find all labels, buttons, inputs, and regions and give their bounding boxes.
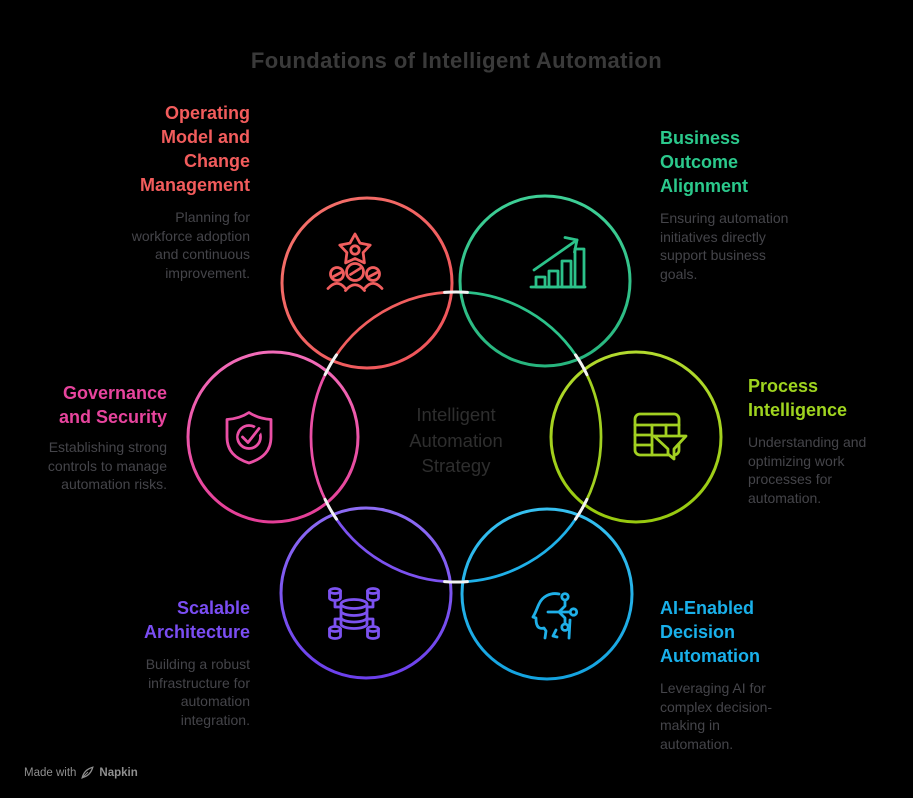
distributed-database-icon bbox=[328, 587, 380, 640]
circle-ai-decision bbox=[460, 507, 634, 681]
center-ring-arc-green bbox=[455, 290, 583, 366]
made-with-napkin: Made with Napkin bbox=[24, 766, 138, 779]
change-management-icon bbox=[326, 232, 384, 292]
center-ring-arc-cyan bbox=[455, 508, 583, 584]
center-ring-arc-purple bbox=[329, 508, 457, 584]
section-description: Establishing strong controls to manage a… bbox=[47, 439, 167, 492]
ring-junction-highlights bbox=[323, 290, 589, 584]
section-title: Operating Model and Change Management bbox=[139, 103, 250, 195]
section-business-outcome: Business Outcome Alignment Ensuring auto… bbox=[660, 126, 860, 283]
circle-operating-model bbox=[280, 196, 454, 370]
section-description: Ensuring automation initiatives directly… bbox=[660, 210, 789, 282]
section-title: Business Outcome Alignment bbox=[660, 128, 748, 196]
page-title: Foundations of Intelligent Automation bbox=[250, 48, 663, 73]
center-ring-arc-red bbox=[329, 290, 457, 366]
section-title: Process Intelligence bbox=[748, 376, 848, 420]
center-strategy-label: Intelligent Automation Strategy bbox=[409, 404, 503, 476]
napkin-pen-icon bbox=[81, 766, 95, 779]
circle-process-intelligence bbox=[549, 350, 723, 524]
ai-head-circuit-icon bbox=[531, 592, 579, 640]
table-filter-icon bbox=[633, 412, 688, 461]
made-with-label: Made with bbox=[24, 766, 77, 779]
circle-business-outcome bbox=[458, 194, 632, 368]
section-title: Scalable Architecture bbox=[143, 598, 250, 642]
section-operating-model: Operating Model and Change Management Pl… bbox=[30, 101, 250, 282]
section-ai-decision: AI-Enabled Decision Automation Leveragin… bbox=[660, 596, 860, 753]
napkin-brand-label: Napkin bbox=[99, 766, 138, 779]
shield-check-icon bbox=[225, 411, 273, 465]
section-scalable-architecture: Scalable Architecture Building a robust … bbox=[30, 596, 250, 729]
circle-scalable-architecture bbox=[279, 506, 453, 680]
section-description: Planning for workforce adoption and cont… bbox=[131, 209, 250, 281]
center-ring-arc-lime bbox=[580, 363, 603, 511]
section-description: Building a robust infrastructure for aut… bbox=[145, 656, 250, 728]
section-title: Governance and Security bbox=[58, 383, 167, 427]
circle-governance-security bbox=[186, 350, 360, 524]
center-ring bbox=[309, 290, 603, 584]
growth-chart-icon bbox=[529, 236, 587, 289]
section-governance-security: Governance and Security Establishing str… bbox=[17, 381, 167, 494]
section-description: Understanding and optimizing work proces… bbox=[748, 434, 867, 506]
section-title: AI-Enabled Decision Automation bbox=[660, 598, 760, 666]
section-description: Leveraging AI for complex decision- maki… bbox=[660, 680, 773, 752]
center-ring-arc-pink bbox=[309, 363, 332, 511]
section-process-intelligence: Process Intelligence Understanding and o… bbox=[748, 374, 908, 507]
